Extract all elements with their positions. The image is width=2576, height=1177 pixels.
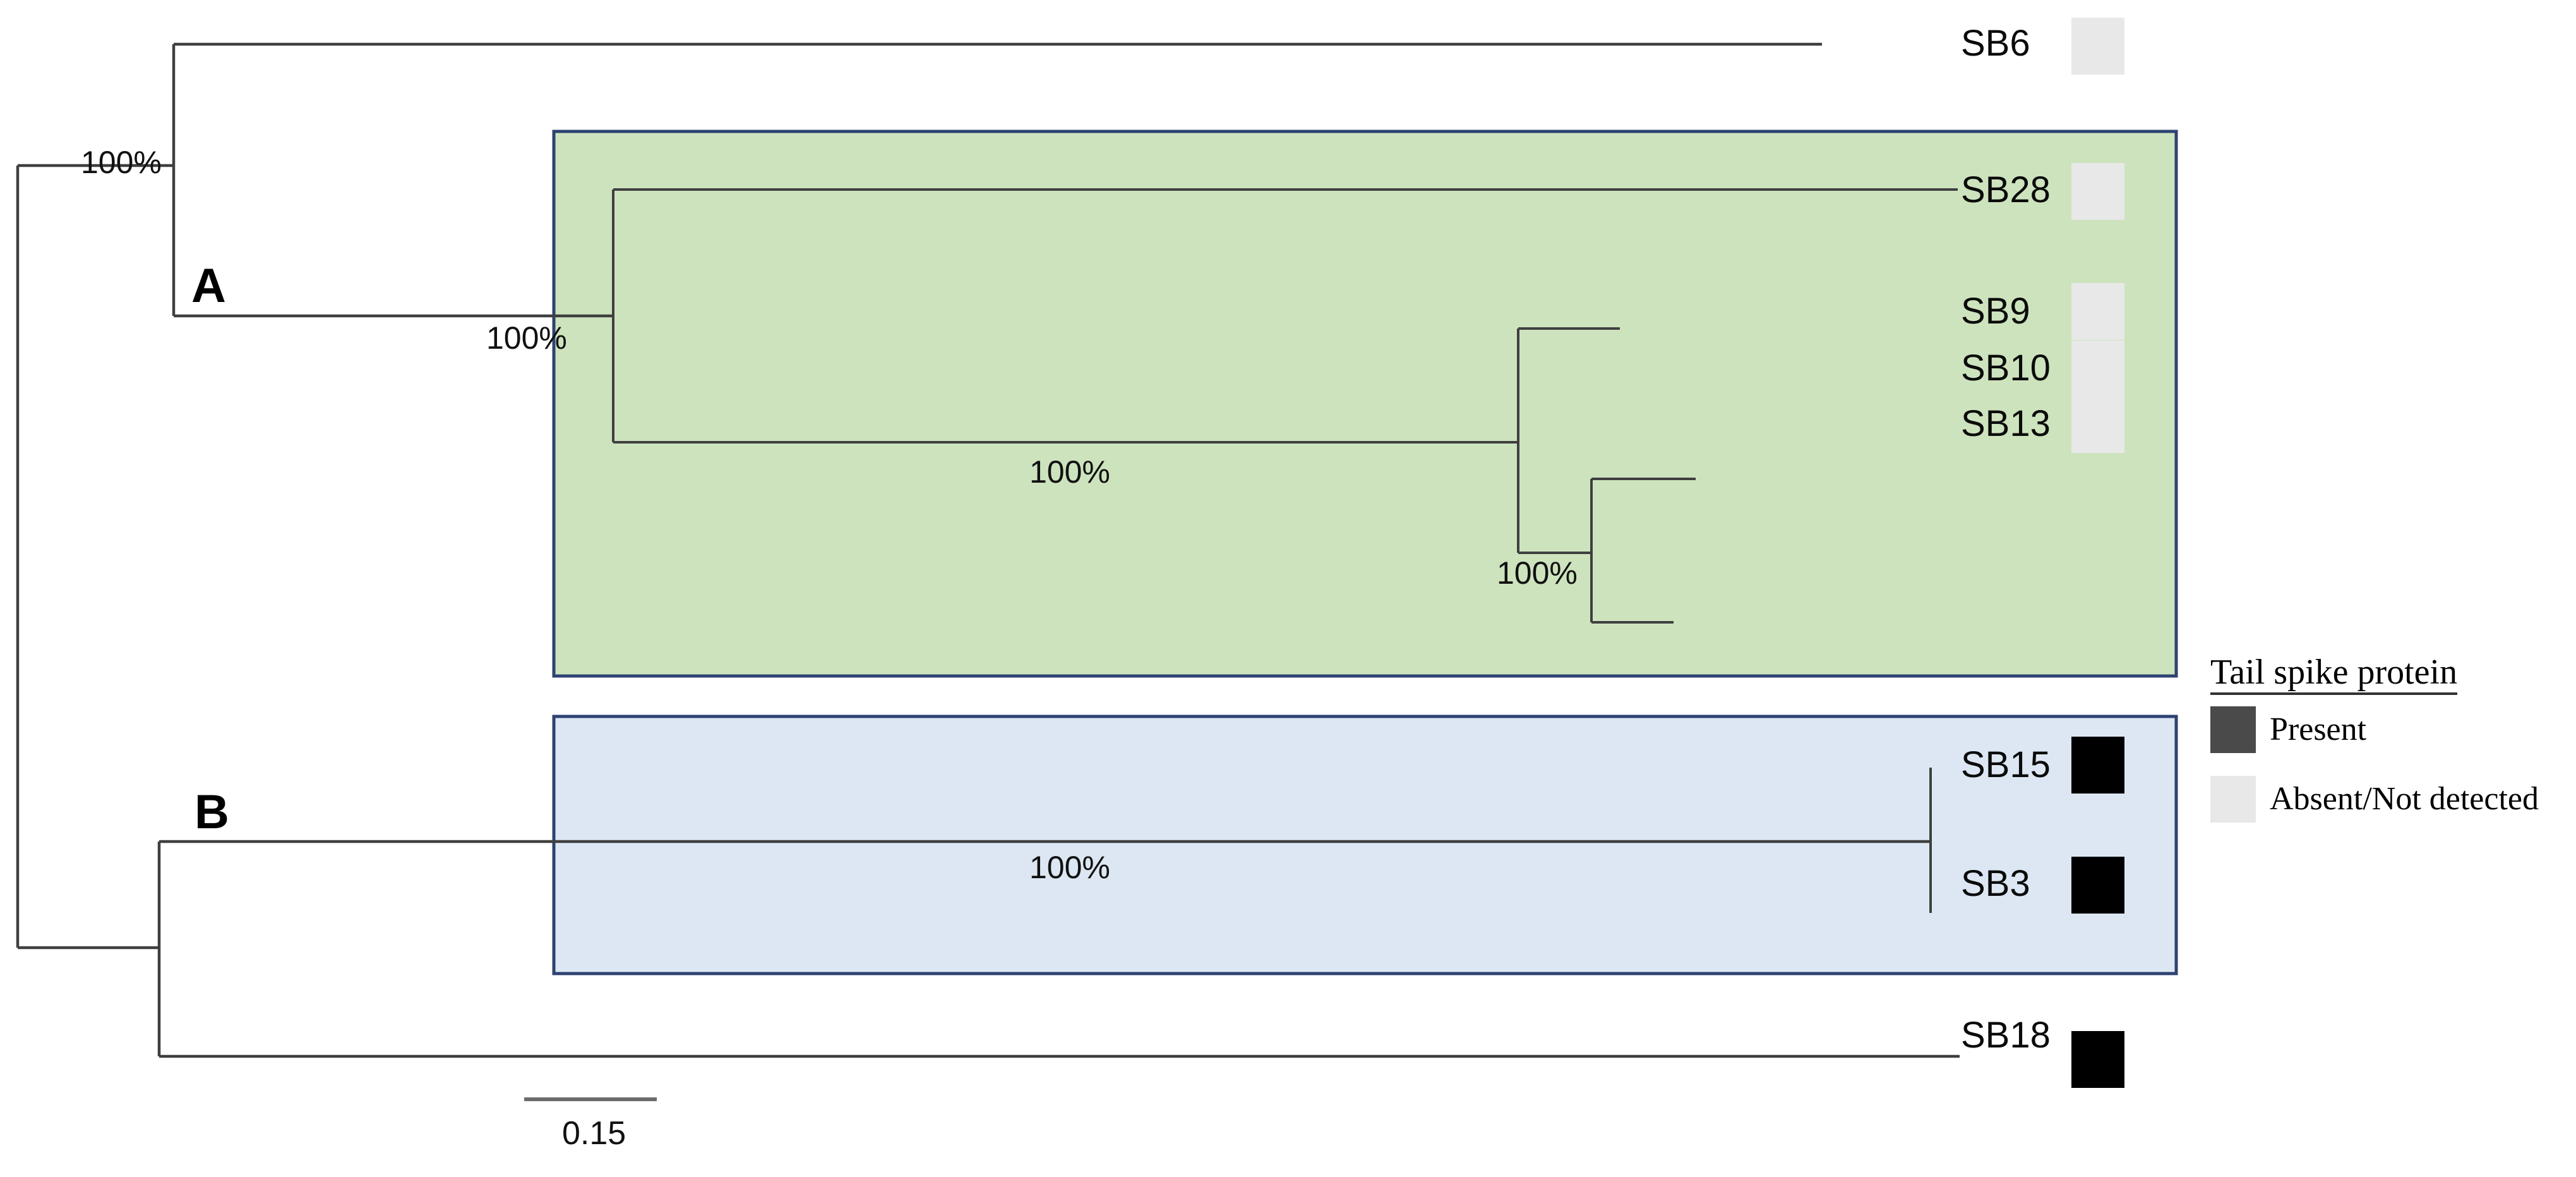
clade-b-box	[552, 715, 2178, 975]
legend-item-absent: Absent/Not detected	[2210, 775, 2564, 823]
taxon-label-sb15: SB15	[1961, 744, 2051, 785]
clade-a-box	[552, 130, 2178, 678]
clade-label-a: A	[191, 259, 226, 313]
support-value-clade-a: 100%	[486, 320, 567, 356]
taxon-label-sb6: SB6	[1961, 23, 2030, 64]
taxon-label-sb10: SB10	[1961, 347, 2051, 389]
support-value-root: 100%	[81, 145, 162, 180]
taxon-label-sb18: SB18	[1961, 1015, 2051, 1056]
trait-marker-sb3	[2071, 857, 2124, 914]
legend: Tail spike protein Present Absent/Not de…	[2210, 654, 2564, 823]
trait-marker-sb6	[2071, 18, 2124, 75]
trait-marker-sb13	[2071, 396, 2124, 453]
support-value-sb10-sb13: 100%	[1497, 555, 1578, 591]
scale-bar-label: 0.15	[562, 1115, 626, 1152]
support-value-sb9-clade: 100%	[1029, 454, 1110, 490]
legend-label-present: Present	[2270, 711, 2367, 747]
taxon-label-sb3: SB3	[1961, 863, 2030, 904]
trait-marker-sb15	[2071, 737, 2124, 794]
clade-label-b: B	[195, 785, 229, 839]
trait-marker-sb18	[2071, 1031, 2124, 1088]
legend-label-absent: Absent/Not detected	[2270, 780, 2539, 817]
taxon-label-sb28: SB28	[1961, 169, 2051, 210]
legend-title: Tail spike protein	[2210, 654, 2458, 695]
legend-swatch-present	[2210, 706, 2256, 753]
legend-swatch-absent	[2210, 775, 2256, 823]
support-value-clade-b: 100%	[1029, 850, 1110, 885]
trait-marker-sb9	[2071, 283, 2124, 340]
taxon-label-sb9: SB9	[1961, 291, 2030, 332]
taxon-label-sb13: SB13	[1961, 403, 2051, 444]
legend-item-present: Present	[2210, 706, 2564, 753]
trait-marker-sb28	[2071, 163, 2124, 220]
trait-marker-sb10	[2071, 341, 2124, 397]
